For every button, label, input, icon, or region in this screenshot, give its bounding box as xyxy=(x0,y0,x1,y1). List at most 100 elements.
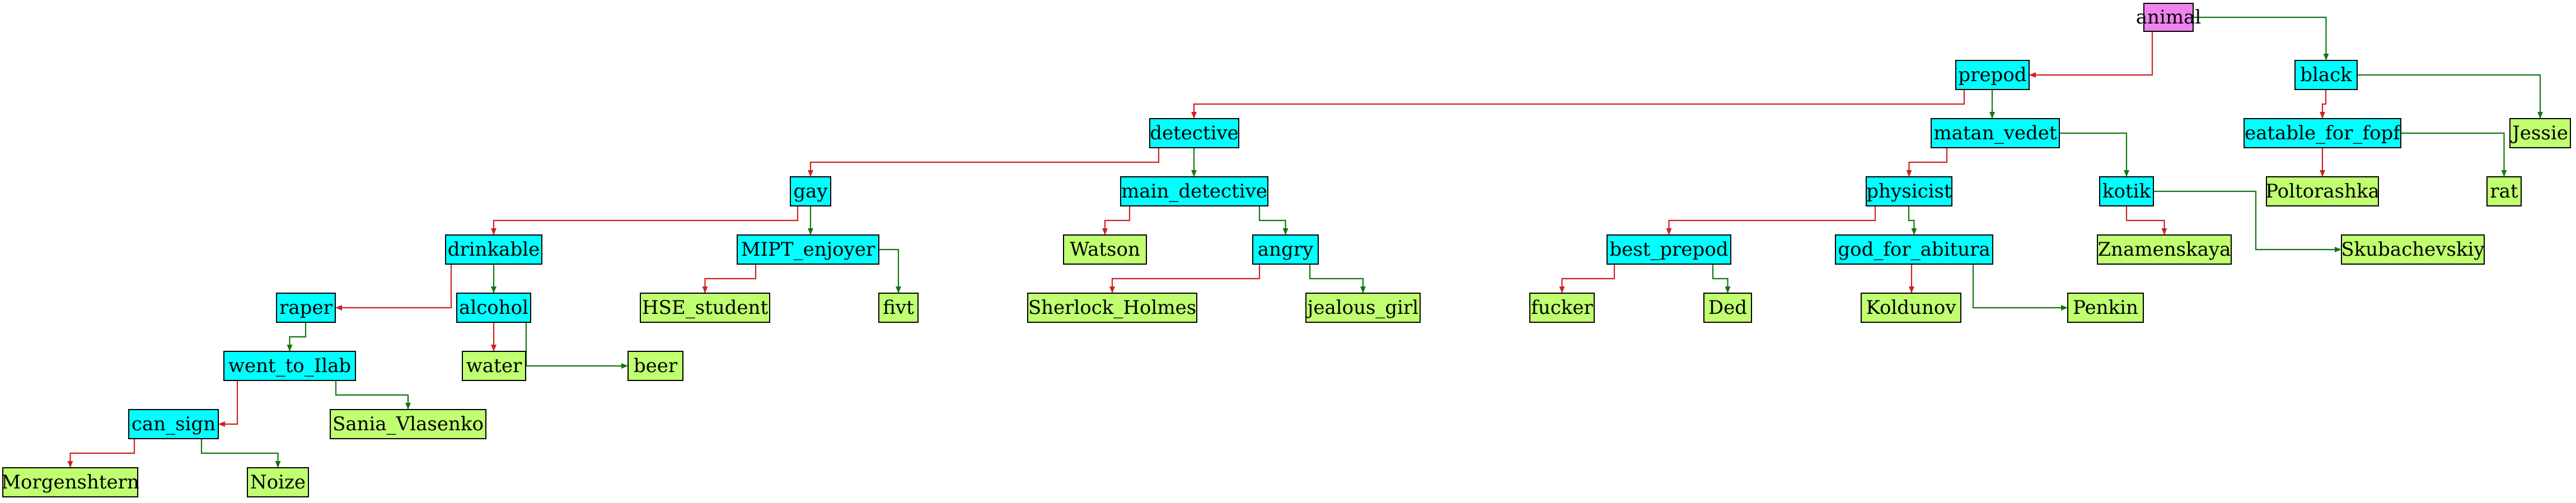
node-Ded: Ded xyxy=(1703,293,1752,323)
node-label-Skubachevskiy: Skubachevskiy xyxy=(2341,238,2485,261)
edge-animal-to-black xyxy=(2193,16,2329,60)
node-box-Sherlock_Holmes xyxy=(1027,293,1197,323)
node-label-drinkable: drinkable xyxy=(448,238,540,261)
node-beer: beer xyxy=(627,351,683,381)
node-box-raper xyxy=(276,293,336,323)
node-HSE_student: HSE_student xyxy=(640,293,770,323)
node-label-Koldunov: Koldunov xyxy=(1866,297,1956,319)
edge-animal-to-prepod xyxy=(2029,31,2153,78)
edge-prepod-to-detective xyxy=(1191,90,1965,119)
node-label-detective: detective xyxy=(1150,122,1239,144)
node-box-Penkin xyxy=(2067,293,2144,323)
node-kotik: kotik xyxy=(2099,176,2154,206)
node-box-matan_vedet xyxy=(1931,118,2060,148)
node-box-Poltorashka xyxy=(2266,176,2379,206)
node-Noize: Noize xyxy=(247,467,309,497)
edge-drinkable-to-raper xyxy=(335,264,452,311)
node-fivt: fivt xyxy=(878,293,919,323)
edge-raper-to-went_to_Ilab xyxy=(287,322,307,351)
node-label-eatable_for_fopf: eatable_for_fopf xyxy=(2245,122,2401,144)
node-box-god_for_abitura xyxy=(1835,234,1993,265)
edge-physicist-to-best_prepod xyxy=(1666,206,1876,235)
edge-physicist-to-god_for_abitura xyxy=(1908,206,1917,235)
node-label-matan_vedet: matan_vedet xyxy=(1933,122,2057,144)
edge-god_for_abitura-to-Koldunov xyxy=(1909,264,1914,293)
node-went_to_Ilab: went_to_Ilab xyxy=(223,351,356,381)
node-matan_vedet: matan_vedet xyxy=(1931,118,2060,148)
node-Sherlock_Holmes: Sherlock_Holmes xyxy=(1027,293,1197,323)
node-box-eatable_for_fopf xyxy=(2244,118,2401,148)
node-rat: rat xyxy=(2486,176,2522,206)
node-box-fucker xyxy=(1529,293,1595,323)
node-drinkable: drinkable xyxy=(445,234,542,265)
node-box-went_to_Ilab xyxy=(223,351,356,381)
edges-layer xyxy=(67,16,2543,468)
node-box-Ded xyxy=(1703,293,1752,323)
edge-angry-to-Sherlock_Holmes xyxy=(1109,264,1261,293)
node-label-beer: beer xyxy=(634,355,678,377)
node-jealous_girl: jealous_girl xyxy=(1305,293,1421,323)
node-detective: detective xyxy=(1149,118,1239,148)
edge-drinkable-to-alcohol xyxy=(491,264,497,293)
node-label-water: water xyxy=(466,355,522,377)
node-box-jealous_girl xyxy=(1305,293,1421,323)
node-box-Sania_Vlasenko xyxy=(330,409,486,439)
edge-eatable_for_fopf-to-rat xyxy=(2401,132,2507,177)
edge-black-to-eatable_for_fopf xyxy=(2320,90,2327,119)
node-Znamenskaya: Znamenskaya xyxy=(2097,234,2232,265)
node-label-jealous_girl: jealous_girl xyxy=(1305,297,1418,319)
edge-gay-to-MIPT_enjoyer xyxy=(808,206,813,235)
node-label-animal: animal xyxy=(2136,6,2201,29)
edge-angry-to-jealous_girl xyxy=(1309,264,1366,293)
node-gay: gay xyxy=(790,176,831,206)
edge-went_to_Ilab-to-Sania_Vlasenko xyxy=(335,380,411,410)
node-box-Jessie xyxy=(2509,118,2571,148)
edge-went_to_Ilab-to-can_sign xyxy=(218,380,238,427)
node-box-detective xyxy=(1149,118,1239,148)
node-box-rat xyxy=(2486,176,2522,206)
node-Morgenshtern: Morgenshtern xyxy=(1,467,139,497)
node-prepod: prepod xyxy=(1955,60,2030,90)
edge-can_sign-to-Morgenshtern xyxy=(67,439,135,468)
node-black: black xyxy=(2294,60,2358,90)
node-box-fivt xyxy=(878,293,919,323)
node-box-MIPT_enjoyer xyxy=(737,234,879,265)
node-Koldunov: Koldunov xyxy=(1861,293,1961,323)
edge-detective-to-main_detective xyxy=(1191,148,1197,177)
edge-kotik-to-Znamenskaya xyxy=(2125,206,2167,235)
edge-can_sign-to-Noize xyxy=(200,439,281,468)
node-Skubachevskiy: Skubachevskiy xyxy=(2341,234,2485,265)
node-label-Jessie: Jessie xyxy=(2511,122,2568,144)
node-label-Noize: Noize xyxy=(250,471,306,493)
node-alcohol: alcohol xyxy=(456,293,531,323)
edge-alcohol-to-water xyxy=(491,322,497,351)
node-label-Morgenshtern: Morgenshtern xyxy=(1,471,139,493)
node-Penkin: Penkin xyxy=(2067,293,2144,323)
node-Jessie: Jessie xyxy=(2509,118,2571,148)
edge-main_detective-to-Watson xyxy=(1102,206,1131,235)
node-label-physicist: physicist xyxy=(1866,180,1952,203)
node-box-black xyxy=(2294,60,2358,90)
node-label-main_detective: main_detective xyxy=(1121,180,1267,203)
node-label-Sania_Vlasenko: Sania_Vlasenko xyxy=(332,413,484,435)
node-label-Sherlock_Holmes: Sherlock_Holmes xyxy=(1028,297,1196,319)
node-animal: animal xyxy=(2136,3,2201,32)
node-Sania_Vlasenko: Sania_Vlasenko xyxy=(330,409,486,439)
node-raper: raper xyxy=(276,293,336,323)
node-best_prepod: best_prepod xyxy=(1607,234,1731,265)
edge-gay-to-drinkable xyxy=(491,206,799,235)
node-label-fucker: fucker xyxy=(1531,297,1593,319)
edge-god_for_abitura-to-Penkin xyxy=(1972,264,2068,311)
node-main_detective: main_detective xyxy=(1120,176,1268,206)
node-box-alcohol xyxy=(456,293,531,323)
node-eatable_for_fopf: eatable_for_fopf xyxy=(2244,118,2401,148)
edge-eatable_for_fopf-to-Poltorashka xyxy=(2320,148,2325,177)
edge-MIPT_enjoyer-to-HSE_student xyxy=(702,264,757,293)
nodes-layer: animal prepod black detective matan_vedet eat… xyxy=(1,3,2571,497)
node-angry: angry xyxy=(1252,234,1319,265)
node-box-Skubachevskiy xyxy=(2341,234,2485,265)
node-label-Znamenskaya: Znamenskaya xyxy=(2098,238,2231,261)
node-label-prepod: prepod xyxy=(1958,64,2026,86)
node-label-rat: rat xyxy=(2490,180,2518,203)
